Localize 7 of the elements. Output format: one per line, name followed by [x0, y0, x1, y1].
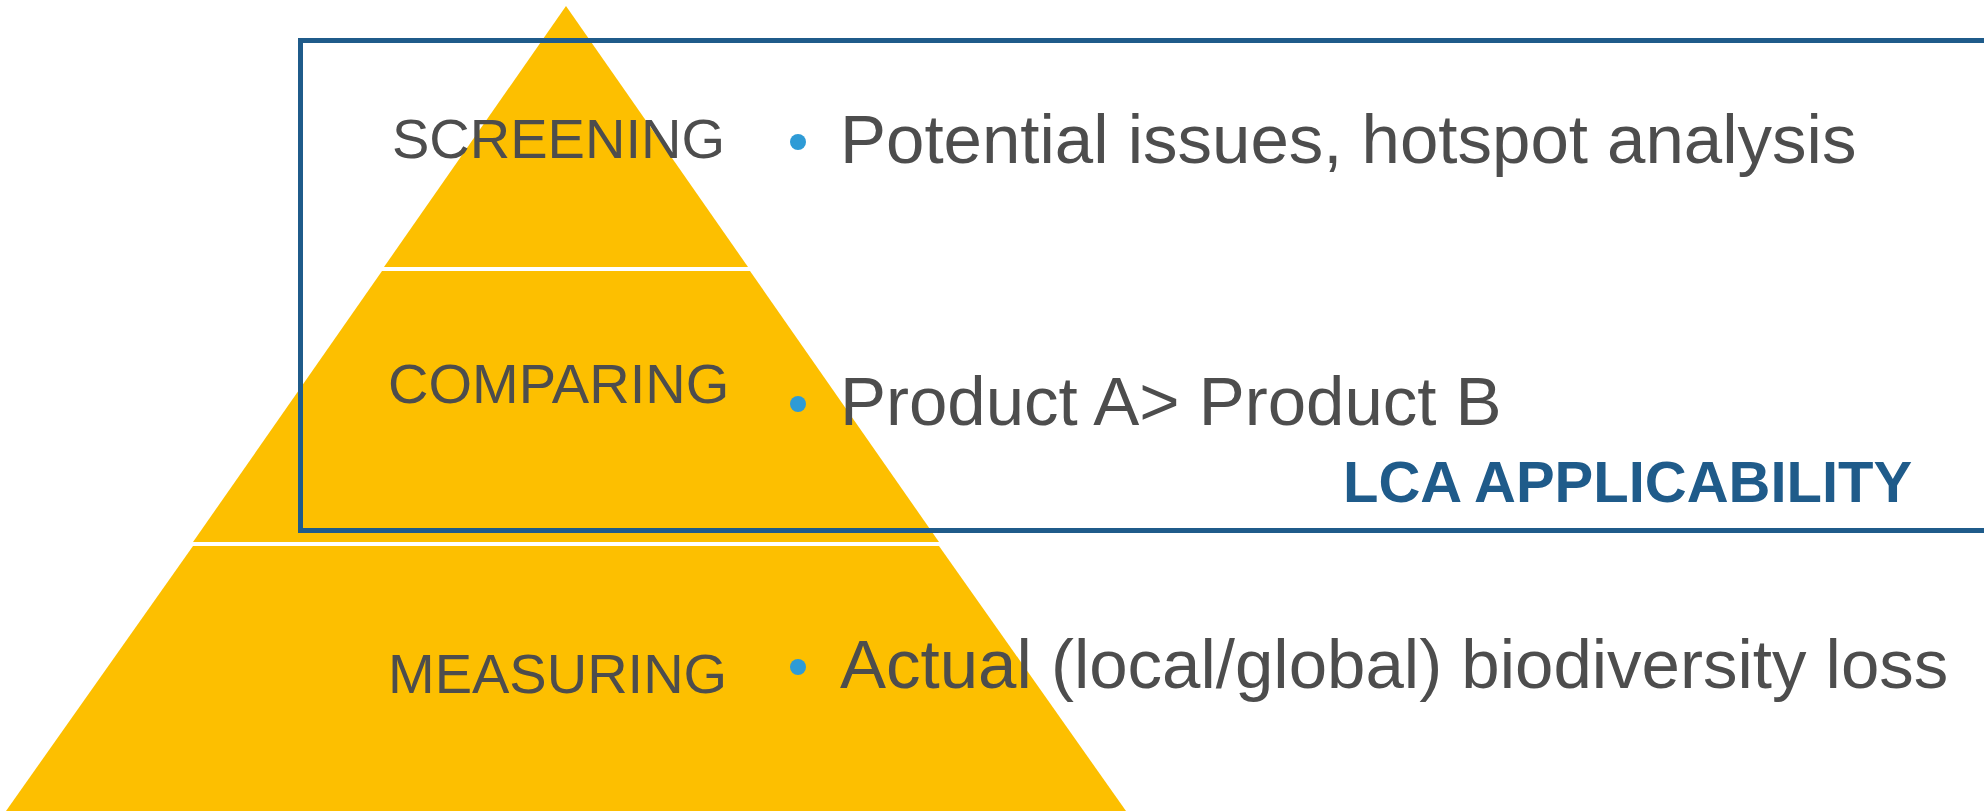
bullet-point: Product A> Product B	[790, 362, 1502, 441]
bullet-point: Potential issues, hotspot analysis	[790, 100, 1857, 179]
bullet-point: Actual (local/global) biodiversity loss	[790, 625, 1949, 704]
level-label: MEASURING	[388, 641, 728, 706]
frame-title: LCA APPLICABILITY	[1343, 448, 1913, 515]
level-label: COMPARING	[388, 351, 730, 416]
scope-frame	[298, 38, 1984, 533]
